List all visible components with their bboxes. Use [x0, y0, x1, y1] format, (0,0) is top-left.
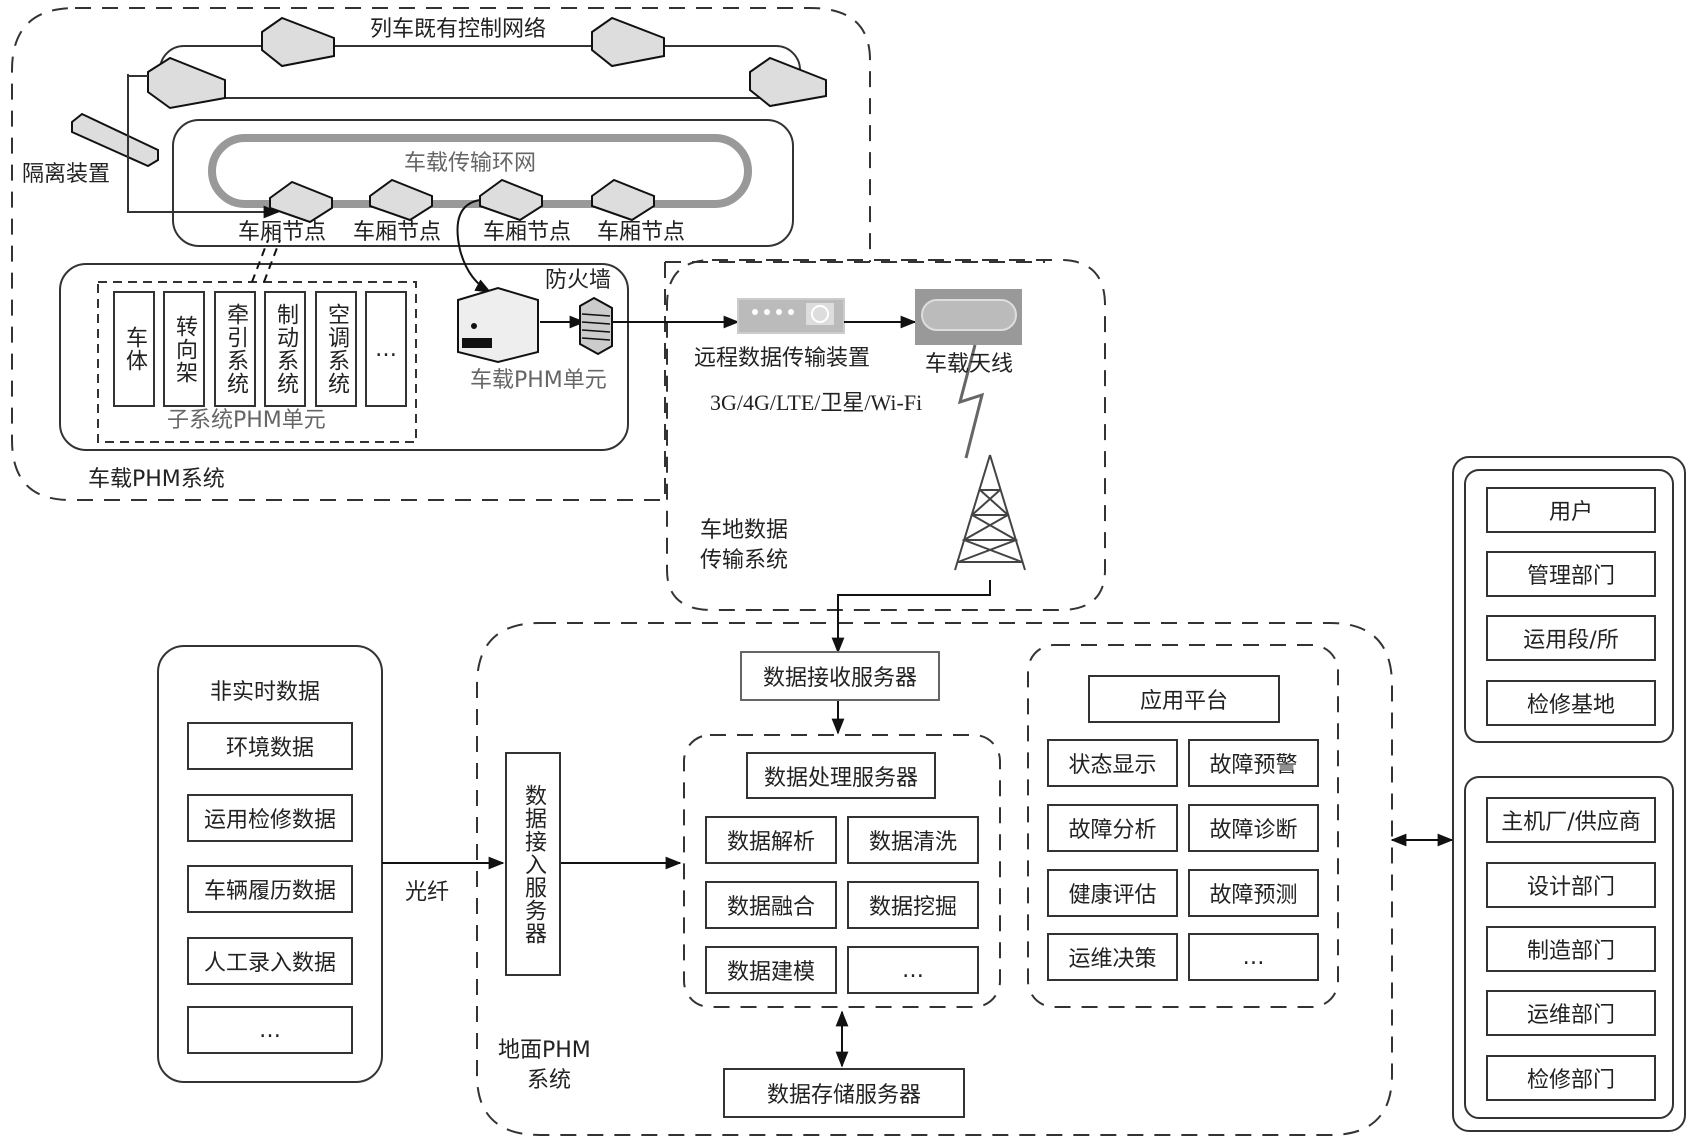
- transmission-system-boundary: [666, 259, 1106, 611]
- car-node-label: 车厢节点: [597, 220, 686, 245]
- offline-data-item: …: [187, 1006, 353, 1054]
- offline-data-item: 人工录入数据: [187, 937, 353, 985]
- car-node-icon: [269, 178, 655, 224]
- subsystem-box: …: [365, 291, 407, 407]
- subsystem-box: 转向架: [163, 291, 205, 407]
- offline-data-item: 运用检修数据: [187, 794, 353, 842]
- app-item: 运维决策: [1047, 933, 1178, 981]
- signal-tower-icon: [954, 454, 1026, 571]
- remote-transmission-device-icon: [737, 298, 845, 334]
- app-item: 故障分析: [1047, 804, 1178, 852]
- subsystem-box: 车体: [113, 291, 155, 407]
- isolation-device-icon: [71, 112, 159, 168]
- network-switch-icon: [147, 16, 827, 110]
- processing-item: 数据清洗: [847, 816, 979, 864]
- car-node-label: 车厢节点: [238, 220, 327, 245]
- fiber-link-label: 光纤: [405, 880, 450, 905]
- processing-item: 数据挖掘: [847, 881, 979, 929]
- app-item: 状态显示: [1047, 739, 1178, 787]
- subsystem-group-label: 子系统PHM单元: [167, 408, 326, 433]
- subsystem-box: 制动系统: [264, 291, 306, 407]
- app-item: 故障诊断: [1188, 804, 1319, 852]
- ground-system-label: 地面PHM: [498, 1038, 591, 1063]
- user-item: 运维部门: [1486, 990, 1656, 1036]
- node-to-phm-connector: [456, 199, 492, 293]
- antenna-label: 车载天线: [925, 352, 1014, 377]
- onboard-unit-container: [59, 263, 629, 451]
- processing-item: 数据建模: [705, 946, 837, 994]
- offline-data-item: 车辆履历数据: [187, 865, 353, 913]
- user-item: 运用段/所: [1486, 615, 1656, 661]
- remote-device-label: 远程数据传输装置: [694, 346, 871, 371]
- users-group-1: [1464, 469, 1674, 743]
- processing-group-boundary: [683, 734, 1001, 1008]
- subsystem-to-node-link: [251, 239, 281, 283]
- phm-unit-label: 车载PHM单元: [470, 368, 607, 393]
- ground-system-label: 系统: [527, 1068, 572, 1093]
- processing-server-box: 数据处理服务器: [746, 752, 936, 799]
- car-node-label: 车厢节点: [353, 220, 442, 245]
- user-item: 制造部门: [1486, 926, 1656, 972]
- isolation-device-label: 隔离装置: [22, 162, 111, 187]
- storage-server-box: 数据存储服务器: [723, 1068, 965, 1118]
- processing-item: 数据解析: [705, 816, 837, 864]
- app-item: 健康评估: [1047, 869, 1178, 917]
- firewall-label: 防火墙: [545, 268, 612, 293]
- ground-system-boundary: [476, 622, 1393, 1136]
- user-item: 检修部门: [1486, 1055, 1656, 1101]
- receive-server-box: 数据接收服务器: [740, 651, 940, 701]
- processing-item: …: [847, 946, 979, 994]
- phm-server-icon: [457, 286, 539, 364]
- app-platform-box: 应用平台: [1088, 675, 1280, 723]
- user-item: 主机厂/供应商: [1486, 797, 1656, 843]
- subsystem-box: 空调系统: [315, 291, 357, 407]
- transmission-system-label: 传输系统: [700, 548, 789, 573]
- user-item: 管理部门: [1486, 551, 1656, 597]
- tower-to-receiver-connector: [831, 580, 991, 654]
- onboard-system-label: 车载PHM系统: [88, 467, 225, 492]
- user-item: 用户: [1486, 487, 1656, 533]
- car-node-label: 车厢节点: [483, 220, 572, 245]
- ring-network-container: [172, 119, 794, 247]
- antenna-icon: [915, 289, 1022, 345]
- access-server-box: 数据接入服务器: [505, 752, 561, 976]
- ring-network-label: 车载传输环网: [404, 151, 537, 176]
- transmission-system-label: 车地数据: [700, 518, 789, 543]
- firewall-icon: [579, 296, 613, 356]
- control-network-label: 列车既有控制网络: [370, 17, 547, 42]
- offline-data-title: 非实时数据: [210, 680, 321, 705]
- subsystem-group-boundary: [97, 281, 417, 443]
- onboard-system-boundary: [11, 7, 1045, 501]
- control-network-loop: [159, 45, 801, 99]
- user-item: 设计部门: [1486, 862, 1656, 908]
- protocols-label: 3G/4G/LTE/卫星/Wi-Fi: [710, 390, 923, 415]
- user-item: 检修基地: [1486, 680, 1656, 726]
- subsystem-box: 牵引系统: [214, 291, 256, 407]
- app-item: …: [1188, 933, 1319, 981]
- users-container: [1452, 456, 1686, 1132]
- users-group-2: [1464, 776, 1674, 1119]
- processing-item: 数据融合: [705, 881, 837, 929]
- offline-data-item: 环境数据: [187, 722, 353, 770]
- isolation-connector: [127, 74, 280, 219]
- app-item: 故障预测: [1188, 869, 1319, 917]
- wireless-signal-icon: [957, 344, 985, 459]
- app-item: 故障预警: [1188, 739, 1319, 787]
